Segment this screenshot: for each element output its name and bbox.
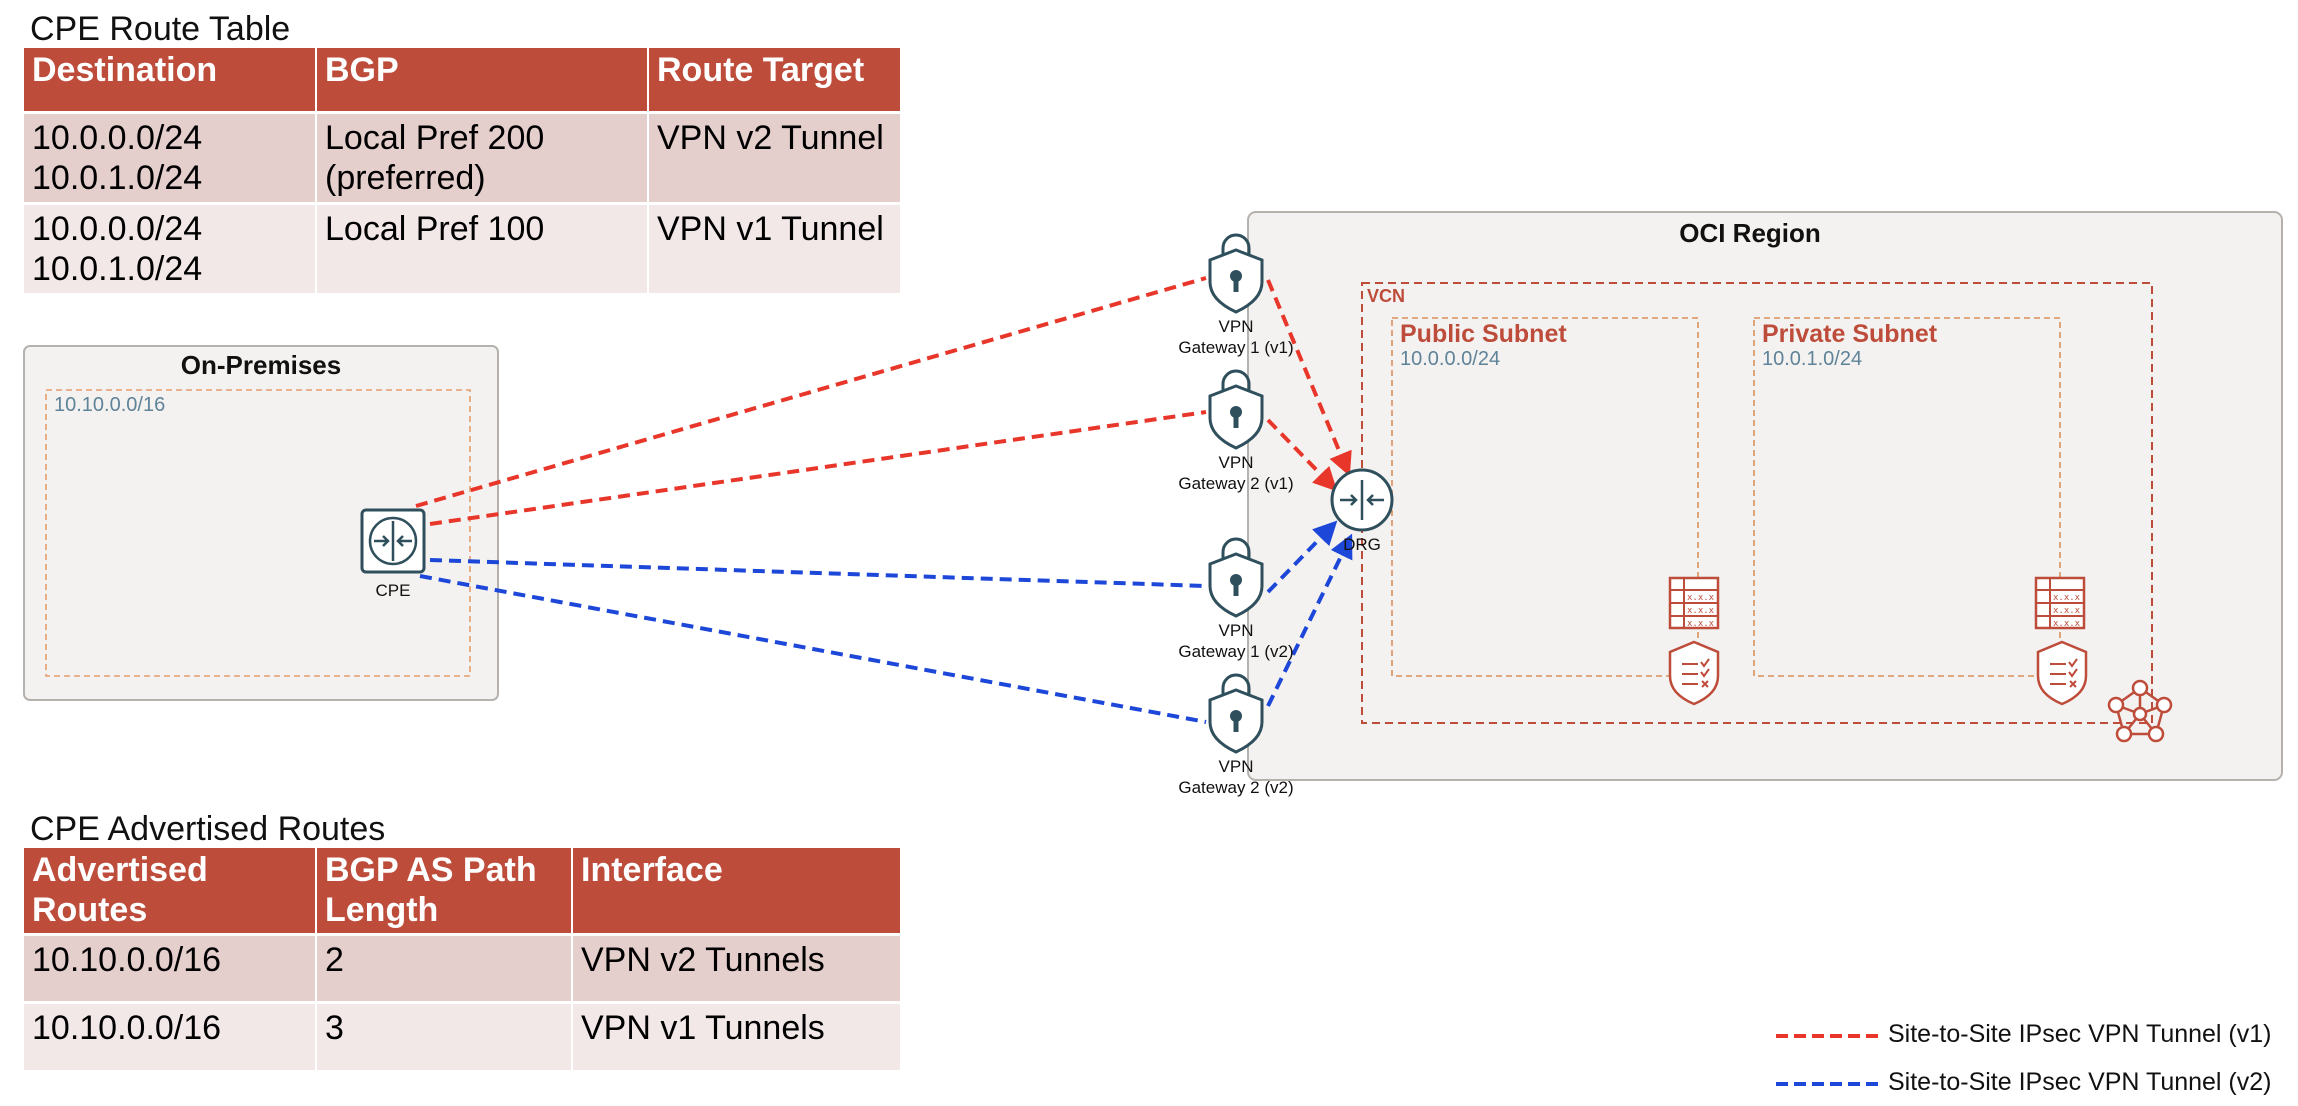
private-subnet-cidr: 10.0.1.0/24 [1762,348,1863,370]
route-table: Destination BGP Route Target 10.0.0.0/24… [24,48,900,293]
vpn-gateway-2-v2-label: VPN Gateway 2 (v2) [1178,757,1294,797]
table-row: 10.10.0.0/16 2 VPN v2 Tunnels [24,932,900,1002]
col-header-route-target: Route Target [648,48,900,112]
cell-destination: 10.0.0.0/24 10.0.1.0/24 [24,110,317,203]
tunnel-v1-cpe-to-gateway-2 [429,410,1207,526]
tunnel-v2-cpe-to-gateway-2 [419,574,1207,724]
advertised-routes-header: Advertised Routes BGP AS Path Length Int… [24,848,900,934]
vpn-gateway-2-v1-lock-icon[interactable] [1208,369,1264,450]
on-premises-box [23,345,499,701]
cell-bgp: Local Pref 200 (preferred) [316,110,649,203]
svg-text:x.x.x: x.x.x [1687,606,1715,616]
col-header-destination: Destination [24,48,317,112]
vpn-gateway-1-v1-lock-icon[interactable] [1208,233,1264,314]
public-security-list-icon[interactable] [1668,640,1720,706]
oci-region-box [1247,211,2283,781]
advertised-routes-table: Advertised Routes BGP AS Path Length Int… [24,848,900,1070]
cpe-label: CPE [375,581,411,600]
public-subnet-title: Public Subnet [1400,320,1567,348]
cell-route-target: VPN v1 Tunnel [648,201,900,293]
private-subnet-title: Private Subnet [1762,320,1938,348]
vpn-gateway-1-v2-label: VPN Gateway 1 (v2) [1178,621,1294,661]
drg-router-icon[interactable] [1330,468,1394,532]
col-header-advertised-routes: Advertised Routes [24,848,317,934]
legend-v2-label: Site-to-Site IPsec VPN Tunnel (v2) [1888,1068,2272,1096]
vpn-gateway-1-v1-label: VPN Gateway 1 (v1) [1178,317,1294,357]
public-subnet-cidr: 10.0.0.0/24 [1400,348,1501,370]
cell-destination: 10.0.0.0/24 10.0.1.0/24 [24,201,317,293]
public-subnet-boundary [1391,317,1699,677]
cpe-router-icon[interactable] [360,508,426,574]
on-premises-cidr: 10.10.0.0/16 [54,394,166,416]
vcn-label: VCN [1367,286,1406,306]
table-row: 10.0.0.0/24 10.0.1.0/24 Local Pref 200 (… [24,110,900,203]
svg-text:x.x.x: x.x.x [2053,619,2081,629]
col-header-interface: Interface [572,848,900,934]
cell-bgp: Local Pref 100 [316,201,649,293]
public-route-table-icon[interactable]: x.x.x x.x.x x.x.x [1668,576,1720,630]
on-premises-network-boundary [45,389,471,677]
tunnel-v1-cpe-to-gateway-1 [415,276,1207,508]
vcn-network-icon [2107,679,2173,743]
vpn-gateway-2-v2-lock-icon[interactable] [1208,673,1264,754]
private-security-list-icon[interactable] [2036,640,2088,706]
table-row: 10.10.0.0/16 3 VPN v1 Tunnels [24,1000,900,1070]
svg-text:x.x.x: x.x.x [2053,606,2081,616]
route-table-header: Destination BGP Route Target [24,48,900,112]
cell-route-target: VPN v2 Tunnel [648,110,900,203]
tunnel-v1-gateway-1-to-drg [1266,279,1352,477]
legend-v1-label: Site-to-Site IPsec VPN Tunnel (v1) [1888,1020,2272,1048]
tunnel-v2-gateway-1-to-drg [1266,520,1338,594]
tunnel-v2-cpe-to-gateway-1 [429,558,1207,588]
col-header-as-path-length: BGP AS Path Length [316,848,573,934]
vpn-gateway-1-v2-lock-icon[interactable] [1208,537,1264,618]
svg-text:x.x.x: x.x.x [1687,593,1715,603]
tunnel-v1-gateway-2-to-drg [1266,418,1338,492]
svg-text:x.x.x: x.x.x [1687,619,1715,629]
advertised-routes-title: CPE Advertised Routes [30,810,386,848]
table-row: 10.0.0.0/24 10.0.1.0/24 Local Pref 100 V… [24,201,900,293]
cell-interface: VPN v1 Tunnels [572,1000,900,1070]
tunnel-v2-gateway-2-to-drg [1266,533,1353,707]
svg-text:x.x.x: x.x.x [2053,593,2081,603]
private-route-table-icon[interactable]: x.x.x x.x.x x.x.x [2034,576,2086,630]
cell-as-path-length: 3 [316,1000,573,1070]
cell-interface: VPN v2 Tunnels [572,932,900,1002]
cell-advertised-route: 10.10.0.0/16 [24,932,317,1002]
private-subnet-boundary [1753,317,2061,677]
cell-advertised-route: 10.10.0.0/16 [24,1000,317,1070]
cell-as-path-length: 2 [316,932,573,1002]
on-premises-title: On-Premises [180,350,342,380]
col-header-bgp: BGP [316,48,649,112]
vpn-gateway-2-v1-label: VPN Gateway 2 (v1) [1178,453,1294,493]
oci-region-title: OCI Region [1679,218,1821,248]
route-table-title: CPE Route Table [30,10,291,48]
drg-label: DRG [1343,535,1381,554]
